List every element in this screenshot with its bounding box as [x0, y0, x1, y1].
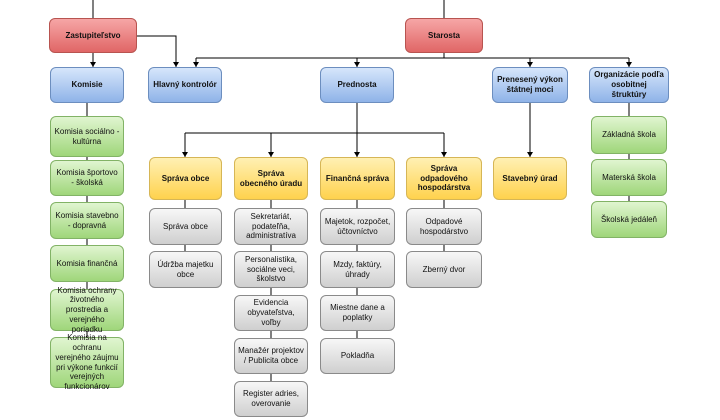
node-prednosta: Prednosta: [320, 67, 394, 103]
node-fs-majetok: Majetok, rozpočet, účtovníctvo: [320, 208, 395, 245]
node-sou-manazer-projektov: Manažér projektov / Publicita obce: [234, 338, 308, 374]
node-materska-skola: Materská škola: [591, 159, 667, 196]
node-so-sprava-obce: Správa obce: [149, 208, 222, 245]
node-sou-register-adries: Register adries, overovanie: [234, 381, 308, 417]
node-sou-personalistika: Personalistika, sociálne veci, školstvo: [234, 251, 308, 288]
node-komisia-sportovo-skolska: Komisia športovo - školská: [50, 160, 124, 196]
node-sprava-obce: Správa obce: [149, 157, 222, 200]
node-komisie: Komisie: [50, 67, 124, 103]
node-fs-miestne-dane: Miestne dane a poplatky: [320, 295, 395, 331]
node-sprava-obecneho-uradu: Správa obecného úradu: [234, 157, 308, 200]
node-komisia-stavebno-dopravna: Komisia stavebno - dopravná: [50, 202, 124, 239]
node-zastupitelstvo: Zastupiteľstvo: [49, 18, 137, 53]
node-starosta: Starosta: [405, 18, 483, 53]
node-preneseny-vykon: Prenesený výkon štátnej moci: [492, 67, 568, 103]
node-skolska-jedalen: Školská jedáleň: [591, 201, 667, 238]
node-komisia-socialno-kulturna: Komisia sociálno - kultúrna: [50, 116, 124, 157]
node-sprava-odpadoveho-hospodarstva: Správa odpadového hospodárstva: [406, 157, 482, 200]
node-fs-pokladna: Pokladňa: [320, 338, 395, 374]
node-stavebny-urad: Stavebný úrad: [493, 157, 567, 200]
node-hlavny-kontrolor: Hlavný kontrolór: [148, 67, 222, 103]
node-so-udrzba-majetku: Údržba majetku obce: [149, 251, 222, 288]
node-organizacie: Organizácie podľa osobitnej štruktúry: [589, 67, 669, 103]
node-sou-evidencia: Evidencia obyvateľstva, voľby: [234, 295, 308, 331]
node-so2-odpadove: Odpadové hospodárstvo: [406, 208, 482, 245]
node-komisia-financna: Komisia finančná: [50, 245, 124, 282]
node-financna-sprava: Finančná správa: [320, 157, 395, 200]
node-so2-zberny-dvor: Zberný dvor: [406, 251, 482, 288]
node-fs-mzdy: Mzdy, faktúry, úhrady: [320, 251, 395, 288]
node-komisia-ochrany-zp: Komisia ochrany životného prostredia a v…: [50, 286, 124, 334]
node-komisia-ochrana-verejneho-zaujmu: Komisia na ochranu verejného záujmu pri …: [50, 333, 124, 391]
node-sou-sekretariat: Sekretariát, podateľňa, administratíva: [234, 208, 308, 245]
node-zakladna-skola: Základná škola: [591, 116, 667, 154]
